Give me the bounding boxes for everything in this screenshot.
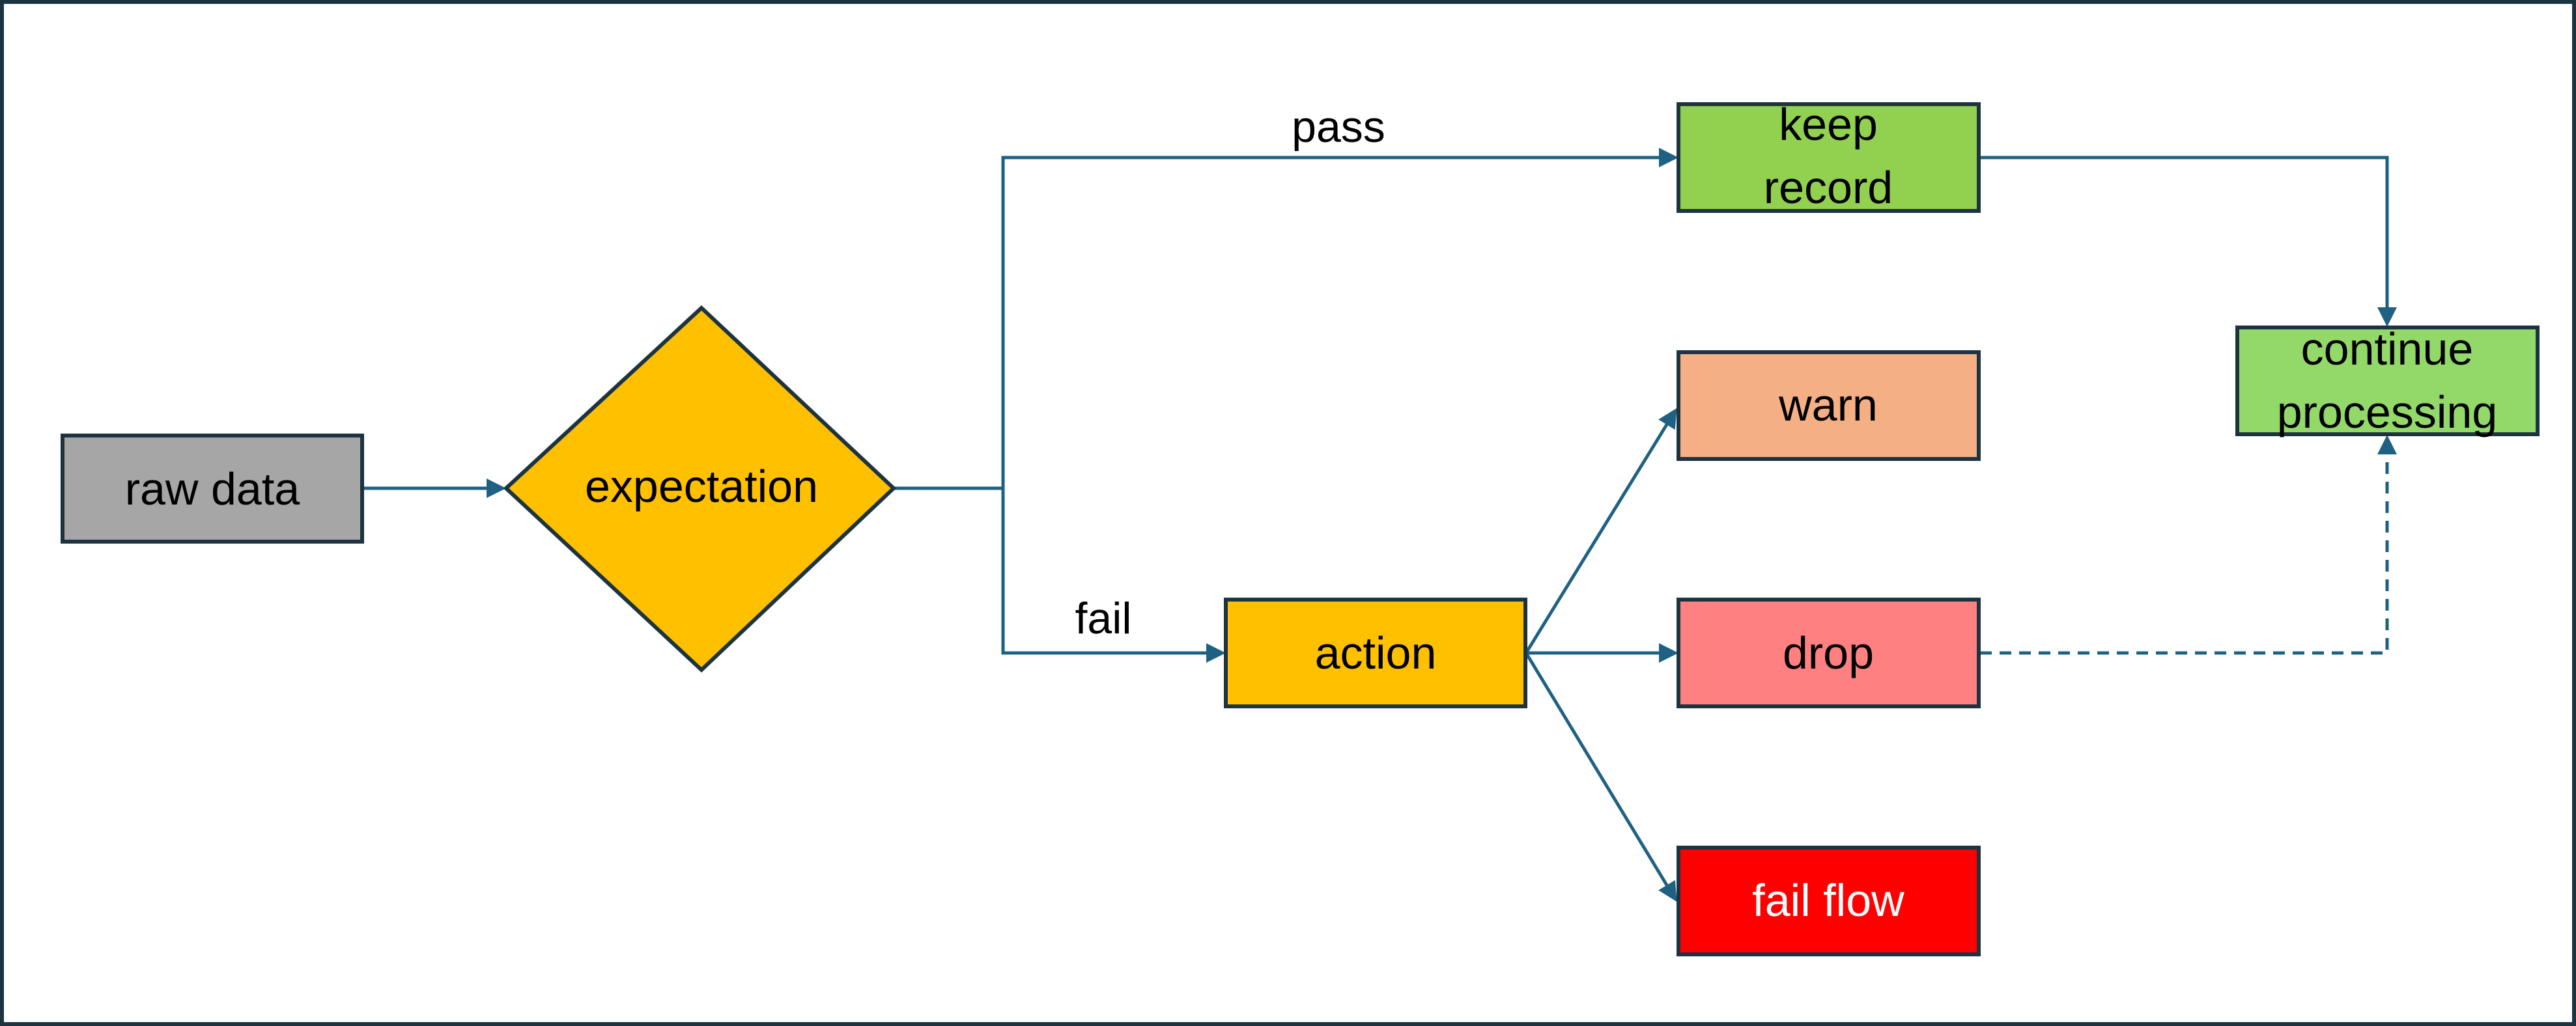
expectation-diamond [503,305,897,673]
expectation-label: expectation [585,461,818,512]
pass-label: pass [1292,102,1385,152]
keep-record-box [1677,102,1981,213]
edge-keep-record-to-continue [1980,156,2397,327]
fail-label: fail [1075,594,1132,643]
continue-processing-label-line-2: processing [2277,387,2498,437]
node-expectation[interactable]: expectation [503,305,897,673]
fail-flow-label: fail flow [1752,875,1904,926]
continue-processing-box [2235,326,2540,436]
continue-processing-label-line-1: continue [2301,324,2474,374]
node-raw-data[interactable]: raw data [61,434,364,544]
edge-drop-to-continue [1980,435,2397,655]
node-fail-flow[interactable]: fail flow [1677,846,1981,956]
edge-fail-to-action [1001,488,1226,663]
edges [363,148,2397,902]
action-box [1224,598,1527,708]
drop-label: drop [1783,628,1874,678]
keep-record-label-line-2: record [1764,162,1893,213]
node-warn[interactable]: warn [1677,350,1981,461]
edge-action-to-fail-flow [1524,652,1677,902]
node-continue-processing[interactable]: continue processing [2235,324,2540,437]
warn-label: warn [1778,380,1878,430]
node-drop[interactable]: drop [1677,598,1981,708]
drop-box [1677,598,1981,708]
edge-action-to-warn [1524,408,1677,654]
fail-flow-box [1677,846,1981,956]
keep-record-label-line-1: keep [1779,99,1878,150]
action-label: action [1315,628,1437,678]
raw-data-label: raw data [125,464,300,514]
node-keep-record[interactable]: keep record [1677,99,1981,213]
node-action[interactable]: action [1224,598,1527,708]
raw-data-box [61,434,364,544]
edge-pass-to-keep-record [1001,148,1678,488]
warn-box [1677,350,1981,461]
